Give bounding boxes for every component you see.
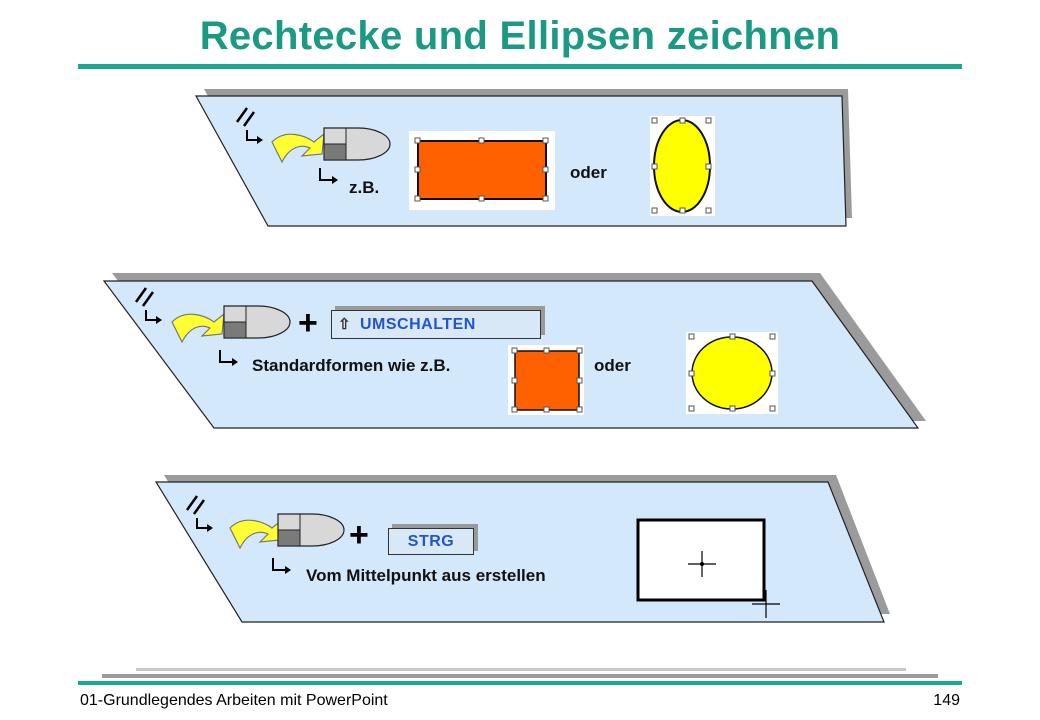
footer-title: 01-Grundlegendes Arbeiten mit PowerPoint — [80, 692, 388, 709]
rectangle-example — [409, 131, 555, 210]
panel-2-sublabel: Standardformen wie z.B. — [252, 356, 451, 375]
panel-3-sublabel: Vom Mittelpunkt aus erstellen — [306, 566, 546, 585]
panel-1-sublabel: z.B. — [349, 178, 380, 197]
panel-3 — [154, 475, 890, 623]
mouse-icon — [323, 127, 391, 161]
umschalten-key-label: UMSCHALTEN — [360, 316, 476, 333]
crosshair-icon — [752, 590, 780, 618]
footer-rule — [78, 681, 962, 685]
ellipse-example — [650, 116, 715, 216]
strg-key: STRG — [388, 528, 474, 555]
mouse-icon — [277, 513, 345, 547]
shift-arrow-icon: ⇧ — [338, 316, 352, 333]
umschalten-key: ⇧ UMSCHALTEN — [331, 310, 541, 339]
title-underline — [78, 64, 962, 69]
panel-1-oder: oder — [570, 163, 607, 182]
strg-key-label: STRG — [407, 533, 455, 550]
square-example — [508, 345, 584, 415]
plus-sign: + — [298, 304, 318, 342]
page-number: 149 — [933, 692, 960, 709]
plus-sign: + — [349, 516, 369, 554]
mouse-icon — [223, 305, 291, 339]
circle-example — [686, 332, 778, 414]
crosshair-icon — [688, 551, 716, 577]
page-title: Rechtecke und Ellipsen zeichnen — [199, 14, 841, 58]
center-draw-example — [636, 518, 780, 618]
panel-2-oder: oder — [594, 356, 631, 375]
